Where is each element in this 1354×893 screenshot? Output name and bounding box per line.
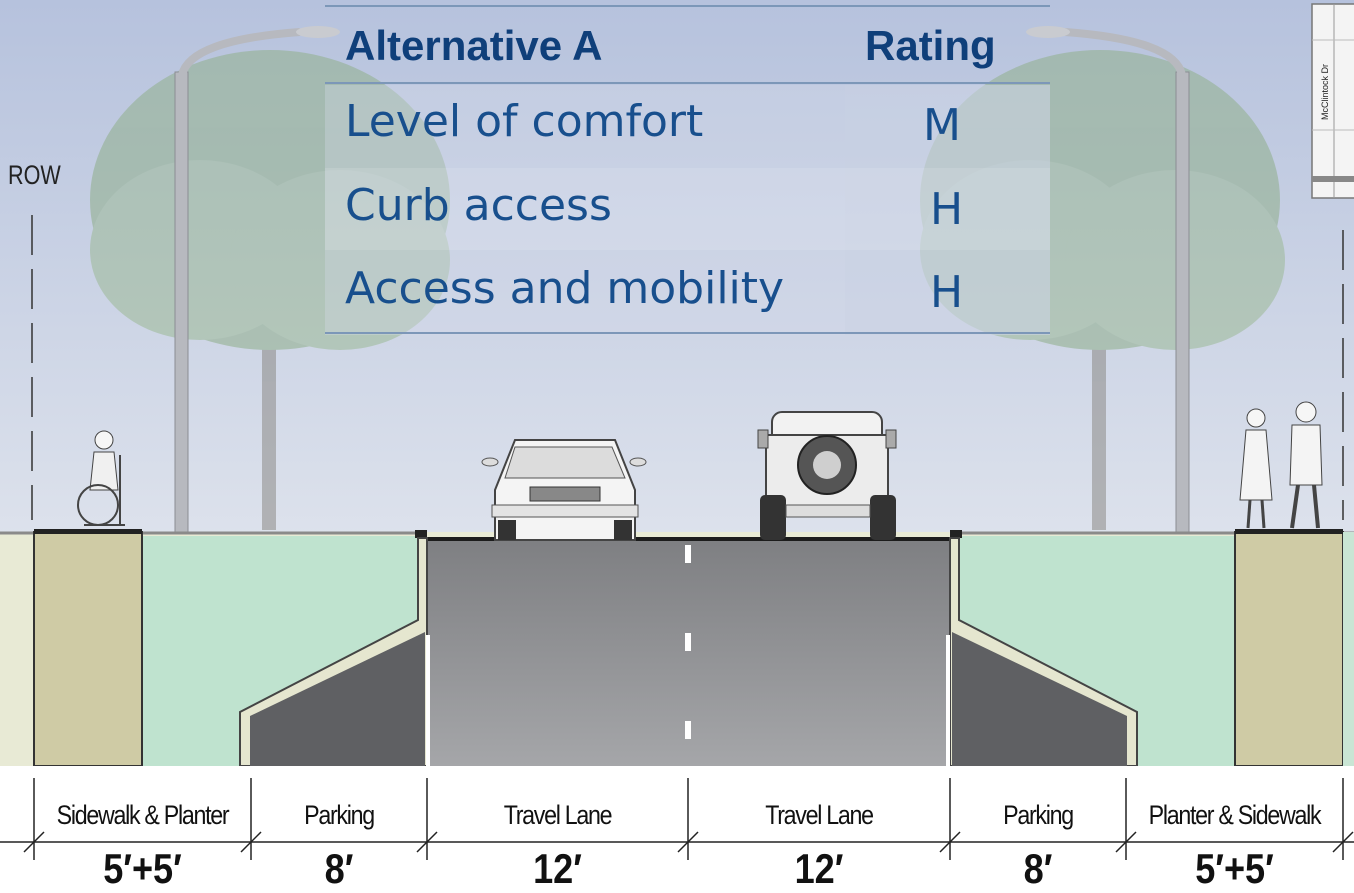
wheelchair-user bbox=[77, 430, 125, 526]
rating-table-backdrop bbox=[325, 5, 1050, 335]
streetlight-left bbox=[174, 26, 340, 533]
sidewalk-left bbox=[33, 531, 143, 767]
sidewalk-right bbox=[1234, 531, 1344, 767]
pedestrian-couple bbox=[1239, 401, 1323, 529]
table-row-criterion: Access and mobility bbox=[345, 263, 785, 314]
tree-right bbox=[920, 50, 1285, 530]
row-label: ROW bbox=[8, 160, 61, 190]
segment-label-travel-lane-1: Travel Lane bbox=[503, 800, 613, 830]
segment-label-planter-sidewalk-right: Planter & Sidewalk bbox=[1148, 800, 1322, 830]
table-row-rating: M bbox=[923, 100, 961, 151]
segment-width-travel-lane-2: 12′ bbox=[794, 845, 844, 892]
dimension-line bbox=[0, 778, 1354, 860]
segment-width-sidewalk-planter-left: 5′+5′ bbox=[103, 845, 182, 892]
segment-width-parking-left: 8′ bbox=[324, 845, 354, 892]
table-row-criterion: Curb access bbox=[345, 180, 612, 231]
rating-table: Alternative A Rating Level of comfort M … bbox=[325, 0, 1050, 335]
jeep-suv bbox=[757, 411, 897, 540]
segment-label-parking-right: Parking bbox=[1003, 800, 1074, 830]
table-row-rating: H bbox=[930, 184, 964, 235]
segment-width-travel-lane-1: 12′ bbox=[533, 845, 582, 892]
segment-label-sidewalk-planter-left: Sidewalk & Planter bbox=[56, 800, 230, 830]
table-row-criterion: Level of comfort bbox=[345, 96, 704, 147]
map-street-label: McClintock Dr bbox=[1320, 64, 1330, 120]
table-row-rating: H bbox=[930, 267, 964, 318]
segment-width-parking-right: 8′ bbox=[1023, 845, 1053, 892]
sedan-car bbox=[481, 439, 647, 541]
segment-width-planter-sidewalk-right: 5′+5′ bbox=[1195, 845, 1274, 892]
segment-label-parking-left: Parking bbox=[304, 800, 375, 830]
map-inset: McClintock Dr bbox=[1311, 3, 1354, 199]
table-header-rating: Rating bbox=[865, 22, 996, 69]
segment-label-travel-lane-2: Travel Lane bbox=[765, 800, 874, 830]
dimension-strip bbox=[0, 766, 1354, 891]
table-header-alternative: Alternative A bbox=[345, 22, 603, 69]
